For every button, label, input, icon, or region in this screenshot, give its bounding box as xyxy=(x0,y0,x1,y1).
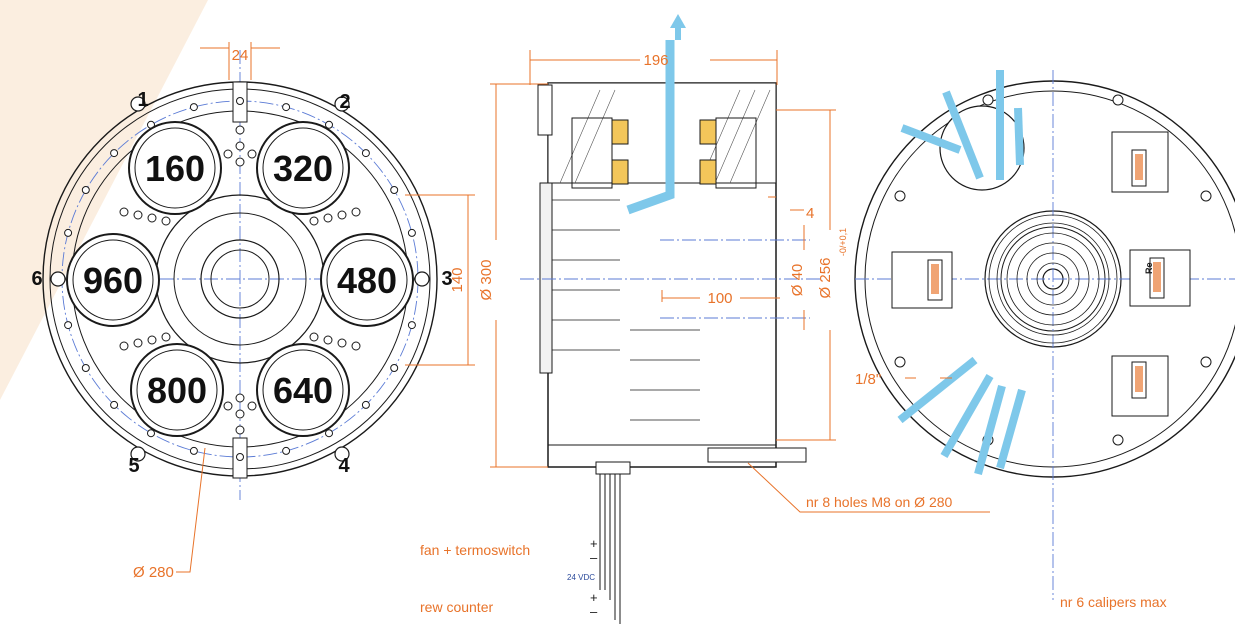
dim-1-8: 1/8" xyxy=(855,371,881,388)
rim-hole xyxy=(147,429,155,438)
caliper-bottom-right xyxy=(1111,355,1169,417)
rim-hole xyxy=(390,364,399,372)
dim-24: 24 xyxy=(232,47,249,64)
rating-960: 960 xyxy=(83,260,143,301)
position-4: 4 xyxy=(338,455,350,477)
dim-4: 4 xyxy=(806,205,814,222)
caliper-disk-640: 640 xyxy=(256,343,350,437)
rim-hole xyxy=(407,228,416,237)
rim-hole xyxy=(64,228,73,237)
svg-text:+: + xyxy=(590,536,598,551)
calipers-note: nr 6 calipers max xyxy=(1060,594,1167,610)
side-view: + – + – 196 Ø 300 100 Ø 40 Ø 256 -0/+0,1 xyxy=(420,14,990,624)
dim-196: 196 xyxy=(643,52,668,69)
airflow-arrows-top xyxy=(900,70,1024,180)
caliper-disk-480: 480 xyxy=(320,233,414,327)
caliper-disk-800: 800 xyxy=(130,343,224,437)
rim-hole xyxy=(325,120,333,129)
rim-hole xyxy=(189,103,198,112)
dim-256: Ø 256 xyxy=(817,258,834,299)
caliper-disk-960: 960 xyxy=(66,233,160,327)
dim-40: Ø 40 xyxy=(789,264,806,297)
dim-280: Ø 280 xyxy=(133,564,174,581)
position-5: 5 xyxy=(128,455,139,477)
caliper-left xyxy=(891,251,953,309)
rim-hole xyxy=(282,446,291,455)
airflow-arrows-bottom xyxy=(897,356,1026,476)
rim-hole xyxy=(407,321,416,330)
brand-text: Re xyxy=(1144,262,1154,274)
airflow-arrow-up xyxy=(670,14,686,40)
counter-label: rew counter xyxy=(420,599,493,615)
rim-hole xyxy=(110,400,119,409)
airflow-path-side xyxy=(626,40,675,215)
rim-hole xyxy=(361,400,370,409)
holes-note: nr 8 holes M8 on Ø 280 xyxy=(806,494,953,510)
voltage-label: 24 VDC xyxy=(567,573,595,582)
caliper-right xyxy=(1129,249,1191,307)
svg-text:–: – xyxy=(590,550,598,565)
rim-hole xyxy=(236,97,244,105)
rating-320: 320 xyxy=(273,148,333,189)
front-view: 160 320 480 640 800 960 xyxy=(31,42,475,581)
dim-300: Ø 300 xyxy=(478,260,495,301)
rear-view: Re 1/8" nr 6 calipers max xyxy=(854,70,1235,610)
caliper-disk-320: 320 xyxy=(256,121,350,215)
rim-hole xyxy=(64,321,73,330)
rim-hole xyxy=(282,103,291,112)
tolerance-256: -0/+0,1 xyxy=(838,228,848,256)
rim-hole xyxy=(236,453,244,461)
position-6: 6 xyxy=(31,268,42,290)
position-1: 1 xyxy=(137,89,148,111)
rating-160: 160 xyxy=(145,148,205,189)
rim-hole xyxy=(81,186,90,194)
rim-hole xyxy=(189,446,198,455)
dim-140: 140 xyxy=(449,267,466,292)
dim-100: 100 xyxy=(707,290,732,307)
caliper-disk-160: 160 xyxy=(128,121,222,215)
rating-800: 800 xyxy=(147,370,207,411)
position-2: 2 xyxy=(339,91,350,113)
rating-640: 640 xyxy=(273,370,333,411)
position-3: 3 xyxy=(441,268,452,290)
svg-text:+: + xyxy=(590,590,598,605)
rim-hole xyxy=(110,149,119,158)
rim-hole xyxy=(325,429,333,438)
rim-hole xyxy=(361,149,370,158)
fan-label: fan + termoswitch xyxy=(420,542,530,558)
background-tint xyxy=(0,0,208,400)
rim-hole xyxy=(81,364,90,372)
caliper-top-right xyxy=(1111,131,1169,193)
rating-480: 480 xyxy=(337,260,397,301)
rim-hole xyxy=(390,186,399,194)
svg-text:–: – xyxy=(590,604,598,619)
